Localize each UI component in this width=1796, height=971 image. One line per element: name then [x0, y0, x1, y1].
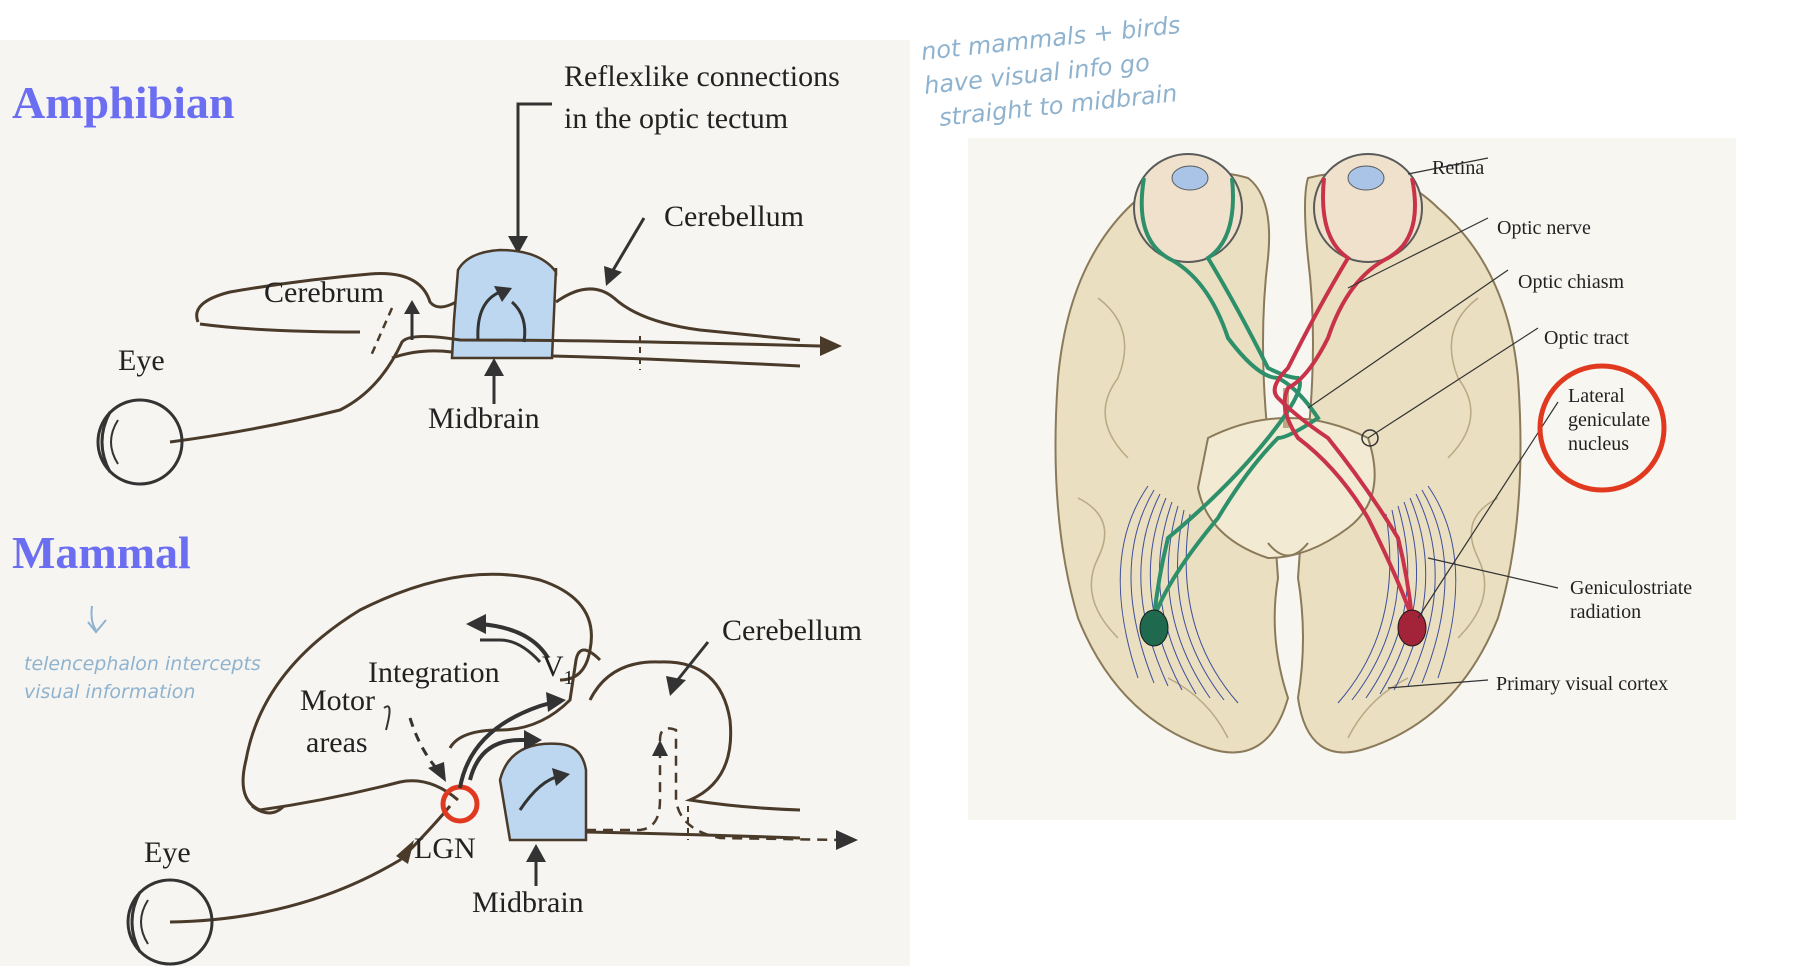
right-red-pathway: [1282, 177, 1417, 619]
mammal-title: Mammal: [12, 527, 191, 578]
mammal-note-line-2: visual information: [24, 681, 195, 703]
lgn-to-v1-arrowhead-1: [546, 692, 566, 712]
mammal-cortex-base: [251, 804, 286, 815]
optic-tract-marker: [1361, 429, 1379, 447]
mammal-output-arrowhead: [836, 830, 858, 850]
handwritten-note-mammal: telencephalon intercepts visual informat…: [24, 605, 261, 703]
amphibian-optic-pathway: [169, 335, 821, 444]
cerebrum-up-arrowhead: [404, 300, 420, 314]
brainstem-lobes: [1267, 542, 1309, 557]
amphibian-lower-outline: [199, 322, 361, 334]
optic-tract-label: Optic tract: [1544, 327, 1629, 349]
leader-lines: [1307, 157, 1559, 689]
tectum-reflex-arrow-2: [510, 300, 527, 343]
mammal-brainstem-outline: [585, 830, 801, 840]
amphibian-eye-label: Eye: [118, 344, 165, 377]
mammal-cerebellum-label: Cerebellum: [722, 614, 862, 647]
left-red-pathway: [1272, 177, 1414, 619]
right-green-pathway: [1152, 177, 1302, 619]
mammal-midbrain-label: Midbrain: [472, 886, 584, 919]
v1-label: V1: [542, 650, 574, 689]
right-hemisphere: [1296, 171, 1522, 754]
motor-dashed-arrowhead: [428, 762, 446, 782]
comparative-diagram: Amphibian Reflexlike connections in the …: [12, 60, 862, 966]
amphibian-base-outline-2: [551, 354, 801, 368]
mammal-inner-contour: [448, 648, 602, 749]
tectum-pointer-arrowhead: [508, 236, 528, 254]
mammal-optic-pathway: [169, 805, 452, 924]
integration-label: Integration: [368, 656, 500, 689]
lgn-to-v1-arrowhead-2: [524, 730, 542, 750]
lgn-label-line-2: geniculate: [1568, 409, 1650, 431]
geniculostriate-label-line-1: Geniculostriate: [1570, 577, 1692, 599]
amphibian-base-outline-1: [391, 349, 453, 360]
mammal-cerebellum-up-arrowhead: [652, 740, 668, 756]
mammal-cerebellum-pointer: [674, 641, 710, 683]
amphibian-dashed-connection: [368, 307, 394, 359]
integration-arrow-2: [480, 638, 542, 664]
mammal-eye: [126, 878, 214, 966]
primary-visual-cortex-label: Primary visual cortex: [1496, 673, 1668, 695]
optic-nerve-label: Optic nerve: [1497, 217, 1591, 239]
lgn-label-line-1: Lateral: [1568, 385, 1625, 407]
left-lgn: [1139, 609, 1169, 647]
amphibian-cerebellum-label: Cerebellum: [664, 200, 804, 233]
amphibian-cerebellum-pointer: [610, 217, 646, 273]
amphibian-cerebrum-label: Cerebrum: [264, 276, 384, 309]
lgn-to-v1-arrow-1: [458, 700, 555, 789]
note-arrow: [87, 605, 107, 634]
lgn-arrowhead: [396, 840, 414, 864]
into-midbrain-arrowhead: [552, 768, 570, 786]
amphibian-cerebellum-outline: [555, 287, 801, 342]
amphibian-eye: [96, 398, 184, 486]
visual-pathways: [1139, 177, 1417, 619]
integration-arrow-1: [479, 622, 550, 660]
tectum-label-line-1: Reflexlike connections: [564, 60, 840, 93]
amphibian-midbrain-label: Midbrain: [428, 402, 540, 435]
tectum-reflex-arrow-1: [476, 290, 501, 341]
lgn-label: LGN: [414, 832, 476, 865]
amphibian-cerebellum-pointer-head: [604, 266, 622, 286]
mammal-eye-label: Eye: [144, 836, 191, 869]
lgn-label-highlight-circle: [1537, 363, 1667, 493]
lgn-label-line-3: nucleus: [1568, 433, 1629, 455]
motor-dashed-arrow: [408, 717, 440, 772]
right-eyeball: [1313, 153, 1423, 263]
right-lgn: [1397, 609, 1427, 647]
geniculostriate-label-line-2: radiation: [1570, 601, 1641, 623]
amphibian-title: Amphibian: [12, 77, 234, 128]
lgn-to-v1-arrow-2: [468, 738, 530, 781]
ventral-brain-figure: Retina Optic nerve Optic chiasm Optic tr…: [968, 138, 1736, 820]
mammal-midbrain-region: [498, 742, 588, 842]
optic-chiasm-label: Optic chiasm: [1518, 271, 1625, 293]
gyri-lines: [1077, 297, 1499, 739]
amphibian-output-arrowhead: [820, 336, 842, 356]
mammal-cortex-outline: [241, 572, 593, 812]
left-hemisphere: [1054, 171, 1290, 754]
left-eyeball: [1133, 153, 1243, 263]
top-note-layer: not mammals + birds have visual info go …: [920, 11, 1182, 132]
comparative-diagram-panel: Amphibian Reflexlike connections in the …: [0, 40, 910, 966]
mammal-dashed-pathway: [586, 727, 841, 842]
mammal-note-line-1: telencephalon intercepts: [24, 653, 261, 675]
integration-arrowhead-1: [466, 614, 486, 634]
motor-bracket: [383, 705, 391, 731]
amphibian-cerebrum-outline: [195, 272, 457, 323]
handwritten-note-top: not mammals + birds have visual info go …: [920, 11, 1182, 132]
motor-label-line-1: Motor: [300, 684, 375, 717]
tectum-pointer-line: [516, 102, 552, 248]
mammal-cerebellum-outline: [588, 660, 801, 812]
motor-label-line-2: areas: [306, 726, 368, 759]
tectum-reflex-arrowhead-1: [494, 286, 512, 302]
amphibian-midbrain-pointer-head: [484, 358, 504, 376]
tectum-label-line-2: in the optic tectum: [564, 102, 788, 135]
ventral-brain-svg: Retina Optic nerve Optic chiasm Optic tr…: [1054, 153, 1692, 754]
lgn-highlight-circle: [440, 784, 480, 824]
retina-label: Retina: [1432, 157, 1484, 179]
mammal-midbrain-pointer-head: [526, 844, 546, 862]
mammal-cerebellum-pointer-head: [666, 676, 686, 696]
